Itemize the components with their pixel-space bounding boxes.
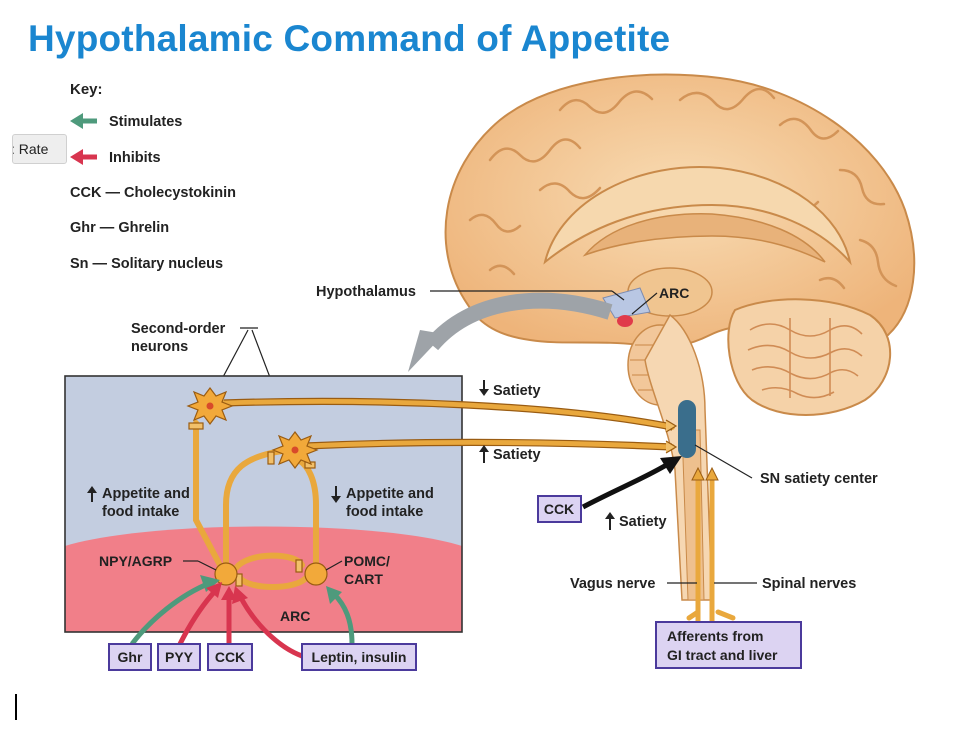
vagus-nerve-label: Vagus nerve [570,576,655,592]
afferent-nerves [686,477,736,625]
afferent-arrowheads [691,466,719,481]
spinal-nerves-label: Spinal nerves [762,576,856,592]
pomc-label-1: POMC/ [344,553,390,569]
pyy-box: PYY [157,643,201,671]
satiety-down-label: Satiety [493,383,541,399]
stimulates-arrow-icon [70,113,97,129]
key-inhibits: Inhibits [109,150,161,166]
svg-text:CCK: CCK [544,501,574,517]
satiety-down-arrow-icon [479,380,489,396]
appetite-down-arrow-icon [331,486,341,503]
ghr-box: Ghr [108,643,152,671]
appetite-up-label-2: food intake [102,504,179,520]
svg-text:Leptin, insulin: Leptin, insulin [312,649,407,665]
svg-text:PYY: PYY [165,649,194,665]
pomc-cart-neuron [304,562,328,586]
gray-curved-arrow [408,292,613,372]
key-cck: CCK — Cholecystokinin [70,185,236,201]
arc-brain-label: ARC [659,285,689,301]
svg-text:Ghr: Ghr [118,649,143,665]
arc-box-label: ARC [280,608,310,624]
leptin-inhibit-arrow [232,586,303,659]
key-heading: Key: [70,81,103,98]
second-order-label-1: Second-order [131,321,226,337]
brain-illustration [444,73,916,601]
afferents-label-1: Afferents from [667,628,763,644]
hypothalamus-label: Hypothalamus [316,284,416,300]
key-ghr: Ghr — Ghrelin [70,220,169,236]
synapse-terminals [188,419,678,587]
inhibits-arrow-icon [70,149,97,165]
second-order-neuron-2 [271,431,319,469]
afferents-box: Afferents from GI tract and liver [655,621,802,669]
pyy-inhibit-arrow [177,582,222,646]
cck-hormone-box: CCK [207,643,253,671]
rate-tab[interactable]: : Rate [12,134,67,164]
leptin-insulin-box: Leptin, insulin [301,643,417,671]
appetite-down-label-1: Appetite and [346,486,434,502]
satiety-up-label: Satiety [493,447,541,463]
svg-text:CCK: CCK [215,649,245,665]
appetite-down-label-2: food intake [346,504,423,520]
second-order-label-2: neurons [131,339,188,355]
satiety-cck-arrow-icon [605,512,615,530]
key-sn: Sn — Solitary nucleus [70,256,223,272]
satiety-up-arrow-icon [479,445,489,463]
cck-black-arrow [581,456,682,510]
second-order-neuron-1 [186,387,234,425]
ghr-stimulate-arrow [130,575,220,646]
npy-agrp-label: NPY/AGRP [99,553,172,569]
appetite-up-arrow-icon [87,486,97,502]
key-legend: Key: Stimulates Inhibits CCK — Cholecyst… [70,81,236,272]
page-title: Hypothalamic Command of Appetite [28,18,671,59]
key-stimulates: Stimulates [109,114,182,130]
cck-inhibit-arrow [221,586,237,644]
afferents-label-2: GI tract and liver [667,647,778,663]
npy-agrp-neuron [214,562,238,586]
satiety-cck-label: Satiety [619,514,667,530]
sn-center-label: SN satiety center [760,471,878,487]
leptin-stimulate-arrow [326,586,355,645]
axon-outlines [223,397,673,451]
text-cursor [15,694,17,720]
sn-satiety-center-mark [678,400,696,458]
cck-sn-box: CCK [537,495,582,523]
pomc-label-2: CART [344,571,383,587]
appetite-up-label-1: Appetite and [102,486,190,502]
